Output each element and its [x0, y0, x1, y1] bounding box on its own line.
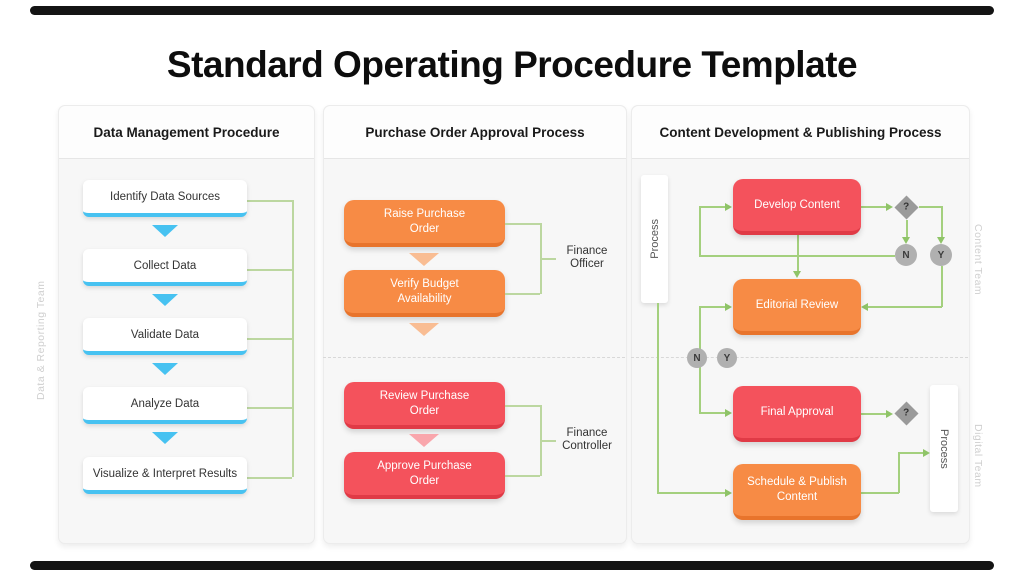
arrowhead-icon	[725, 489, 732, 497]
flow-arrow-down-icon	[409, 253, 439, 266]
flow-arrow-down-icon	[152, 294, 178, 306]
role-finance-officer: Finance Officer	[566, 245, 608, 270]
top-decor-bar	[30, 6, 994, 15]
flow-arrow-down-icon	[152, 432, 178, 444]
lane-divider	[323, 357, 625, 358]
connector-line	[247, 269, 292, 271]
connector-line	[540, 258, 556, 260]
connector-line	[657, 303, 659, 493]
step-raise-purchase-order: Raise Purchase Order	[344, 200, 505, 247]
lane-divider	[631, 357, 968, 358]
connector-line	[540, 440, 556, 442]
panel-data-management-header: Data Management Procedure	[59, 106, 314, 159]
step-final-approval: Final Approval	[733, 386, 861, 442]
connector-line	[861, 413, 887, 415]
arrowhead-icon	[886, 410, 893, 418]
connector-line	[699, 206, 701, 256]
connector-line	[861, 206, 887, 208]
side-label-digital-team: Digital Team	[972, 424, 984, 488]
panel-purchase-order-header: Purchase Order Approval Process	[324, 106, 626, 159]
step-editorial-review: Editorial Review	[733, 279, 861, 335]
connector-line	[657, 492, 725, 494]
arrowhead-icon	[937, 237, 945, 244]
step-identify-data-sources: Identify Data Sources	[83, 180, 247, 217]
connector-line	[861, 492, 899, 494]
step-visualize-interpret: Visualize & Interpret Results	[83, 457, 247, 494]
connector-line	[898, 452, 924, 454]
connector-line	[797, 235, 799, 272]
connector-line	[868, 306, 942, 308]
connector-line	[699, 306, 726, 308]
connector-line	[699, 412, 726, 414]
connector-line	[898, 452, 900, 493]
bottom-decor-bar	[30, 561, 994, 570]
step-schedule-publish: Schedule & Publish Content	[733, 464, 861, 520]
step-analyze-data: Analyze Data	[83, 387, 247, 424]
step-develop-content: Develop Content	[733, 179, 861, 235]
step-review-purchase-order: Review Purchase Order	[344, 382, 505, 429]
step-collect-data: Collect Data	[83, 249, 247, 286]
connector-line	[247, 338, 292, 340]
flow-arrow-down-icon	[152, 225, 178, 237]
decision-no-top: N	[895, 244, 917, 266]
connector-line	[247, 407, 292, 409]
panel-content-development-header: Content Development & Publishing Process	[632, 106, 969, 159]
decision-no-mid: N	[687, 348, 707, 368]
side-label-data-reporting-team: Data & Reporting Team	[35, 280, 47, 400]
arrowhead-icon	[886, 203, 893, 211]
connector-line	[941, 266, 943, 307]
connector-line	[919, 206, 942, 208]
arrowhead-icon	[861, 303, 868, 311]
step-verify-budget: Verify Budget Availability	[344, 270, 505, 317]
connector-line	[505, 223, 540, 225]
arrowhead-icon	[923, 449, 930, 457]
arrowhead-icon	[902, 237, 910, 244]
flow-arrow-down-icon	[152, 363, 178, 375]
arrowhead-icon	[793, 271, 801, 278]
decision-yes-mid: Y	[717, 348, 737, 368]
connector-line	[247, 477, 292, 479]
connector-line	[247, 200, 292, 202]
role-finance-controller: Finance Controller	[562, 427, 612, 452]
lane-process-right: Process	[930, 385, 958, 512]
arrowhead-icon	[725, 303, 732, 311]
step-validate-data: Validate Data	[83, 318, 247, 355]
page-title: Standard Operating Procedure Template	[166, 44, 858, 85]
connector-line	[505, 405, 540, 407]
flow-arrow-down-icon	[409, 323, 439, 336]
connector-line	[505, 475, 540, 477]
connector-line	[505, 293, 540, 295]
step-approve-purchase-order: Approve Purchase Order	[344, 452, 505, 499]
connector-line	[906, 220, 908, 237]
flow-arrow-down-icon	[409, 434, 439, 447]
arrowhead-icon	[725, 409, 732, 417]
side-label-content-team: Content Team	[972, 223, 984, 296]
connector-line	[941, 206, 943, 237]
arrowhead-icon	[725, 203, 732, 211]
decision-yes-top: Y	[930, 244, 952, 266]
connector-line	[292, 200, 294, 477]
lane-process-left: Process	[641, 175, 668, 303]
connector-line	[699, 206, 726, 208]
